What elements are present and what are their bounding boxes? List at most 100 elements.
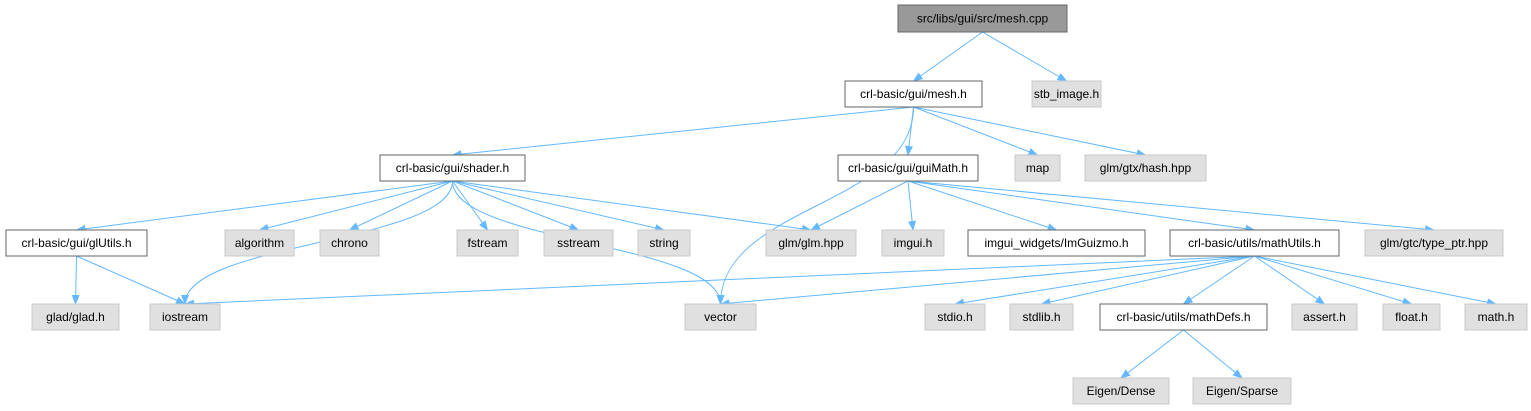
node-stb-image-h: stb_image.h bbox=[1031, 80, 1102, 108]
edge-shader_h-to-chrono bbox=[348, 180, 453, 231]
node-glutils-h[interactable]: crl-basic/gui/glUtils.h bbox=[5, 229, 148, 257]
node-box bbox=[1072, 377, 1170, 405]
node-box bbox=[5, 229, 148, 257]
node-label: iostream bbox=[162, 310, 208, 324]
node-glad-h: glad/glad.h bbox=[31, 303, 120, 331]
edge-mesh_h-to-glm_gtx_hash bbox=[913, 106, 1147, 158]
edge-glutils_h-to-glad_h bbox=[71, 255, 80, 305]
node-label: stdio.h bbox=[937, 310, 972, 324]
edge-guimath_h-to-imguizmo_h bbox=[907, 180, 1058, 231]
node-box bbox=[844, 80, 983, 108]
node-box bbox=[1464, 303, 1528, 331]
node-glm-gtx-hash: glm/gtx/hash.hpp bbox=[1084, 154, 1207, 182]
node-shader-h[interactable]: crl-basic/gui/shader.h bbox=[379, 154, 526, 182]
node-sstream: sstream bbox=[543, 229, 614, 257]
node-box bbox=[924, 303, 986, 331]
node-box bbox=[967, 229, 1146, 257]
node-math-h: math.h bbox=[1464, 303, 1528, 331]
node-mathdefs-h[interactable]: crl-basic/utils/mathDefs.h bbox=[1099, 303, 1268, 331]
node-box bbox=[1192, 377, 1292, 405]
node-root: src/libs/gui/src/mesh.cpp bbox=[897, 4, 1068, 33]
node-label: assert.h bbox=[1303, 310, 1346, 324]
node-box bbox=[1364, 229, 1504, 257]
node-label: crl-basic/gui/glUtils.h bbox=[21, 236, 131, 250]
node-guimath-h[interactable]: crl-basic/gui/guiMath.h bbox=[837, 154, 979, 182]
edge-glutils_h-to-iostream bbox=[76, 255, 186, 305]
node-box bbox=[31, 303, 120, 331]
node-float-h: float.h bbox=[1382, 303, 1441, 331]
node-algorithm: algorithm bbox=[224, 229, 295, 257]
edge-mathutils_h-to-stdio_h bbox=[954, 255, 1255, 307]
node-label: vector bbox=[704, 310, 737, 324]
edge-mathutils_h-to-assert_h bbox=[1254, 255, 1326, 305]
node-label: crl-basic/gui/shader.h bbox=[396, 161, 509, 175]
node-box bbox=[379, 154, 526, 182]
node-mathutils-h[interactable]: crl-basic/utils/mathUtils.h bbox=[1169, 229, 1340, 257]
edge-shader_h-to-string bbox=[452, 180, 665, 232]
node-label: crl-basic/utils/mathDefs.h bbox=[1116, 310, 1250, 324]
edge-shader_h-to-fstream bbox=[452, 180, 489, 231]
node-box bbox=[1291, 303, 1358, 331]
node-box bbox=[1014, 154, 1061, 182]
edge-shader_h-to-algorithm bbox=[258, 180, 453, 232]
node-label: crl-basic/utils/mathUtils.h bbox=[1188, 236, 1321, 250]
node-label: stb_image.h bbox=[1034, 87, 1099, 101]
node-box bbox=[765, 229, 857, 257]
edge-mathutils_h-to-math_h bbox=[1254, 255, 1497, 307]
node-label: map bbox=[1026, 161, 1050, 175]
edge-mathutils_h-to-iostream bbox=[184, 255, 1255, 308]
node-box bbox=[1099, 303, 1268, 331]
node-box bbox=[837, 154, 979, 182]
node-label: glm/gtc/type_ptr.hpp bbox=[1380, 236, 1488, 250]
node-box bbox=[456, 229, 519, 257]
node-map: map bbox=[1014, 154, 1061, 182]
node-label: float.h bbox=[1395, 310, 1428, 324]
node-fstream: fstream bbox=[456, 229, 519, 257]
node-label: glm/glm.hpp bbox=[778, 236, 844, 250]
edge-shader_h-to-glutils_h bbox=[75, 180, 453, 233]
node-glm-type-ptr: glm/gtc/type_ptr.hpp bbox=[1364, 229, 1504, 257]
edge-shader_h-to-iostream bbox=[181, 180, 453, 305]
edges bbox=[71, 31, 1497, 379]
node-label: crl-basic/gui/mesh.h bbox=[860, 87, 967, 101]
nodes: src/libs/gui/src/mesh.cpp crl-basic/gui/m… bbox=[5, 4, 1528, 405]
node-vector: vector bbox=[684, 303, 757, 331]
edge-root-to-mesh_h bbox=[912, 31, 983, 82]
node-label: algorithm bbox=[235, 236, 284, 250]
edge-mesh_h-to-guimath_h bbox=[905, 106, 914, 156]
node-imguizmo-h[interactable]: imgui_widgets/ImGuizmo.h bbox=[967, 229, 1146, 257]
edge-mathdefs_h-to-eigen_dense bbox=[1120, 329, 1184, 379]
node-label: glm/gtx/hash.hpp bbox=[1100, 161, 1192, 175]
node-box bbox=[897, 4, 1068, 33]
node-eigen-dense: Eigen/Dense bbox=[1072, 377, 1170, 405]
node-label: imgui.h bbox=[894, 236, 933, 250]
node-string: string bbox=[637, 229, 691, 257]
node-box bbox=[224, 229, 295, 257]
node-glm-hpp: glm/glm.hpp bbox=[765, 229, 857, 257]
edge-root-to-stb_image_h bbox=[982, 31, 1068, 82]
node-label: chrono bbox=[331, 236, 368, 250]
edge-guimath_h-to-glm_hpp bbox=[810, 180, 909, 231]
node-label: sstream bbox=[557, 236, 600, 250]
edge-mesh_h-to-map bbox=[913, 106, 1039, 156]
edge-mathutils_h-to-stdlib_h bbox=[1040, 255, 1255, 306]
edge-shader_h-to-sstream bbox=[452, 180, 580, 231]
edge-mathutils_h-to-mathdefs_h bbox=[1182, 255, 1255, 305]
edge-mathdefs_h-to-eigen_sparse bbox=[1183, 329, 1243, 379]
node-label: Eigen/Sparse bbox=[1206, 384, 1278, 398]
node-label: glad/glad.h bbox=[46, 310, 105, 324]
node-box bbox=[1084, 154, 1207, 182]
node-box bbox=[1382, 303, 1441, 331]
node-box bbox=[881, 229, 945, 257]
node-box bbox=[637, 229, 691, 257]
node-mesh-h[interactable]: crl-basic/gui/mesh.h bbox=[844, 80, 983, 108]
node-imgui-h: imgui.h bbox=[881, 229, 945, 257]
node-label: string bbox=[649, 236, 678, 250]
node-box bbox=[149, 303, 221, 331]
node-label: math.h bbox=[1478, 310, 1515, 324]
node-label: fstream bbox=[467, 236, 507, 250]
node-stdio-h: stdio.h bbox=[924, 303, 986, 331]
edge-mathutils_h-to-float_h bbox=[1254, 255, 1413, 306]
edge-guimath_h-to-glm_type_ptr bbox=[907, 180, 1435, 234]
